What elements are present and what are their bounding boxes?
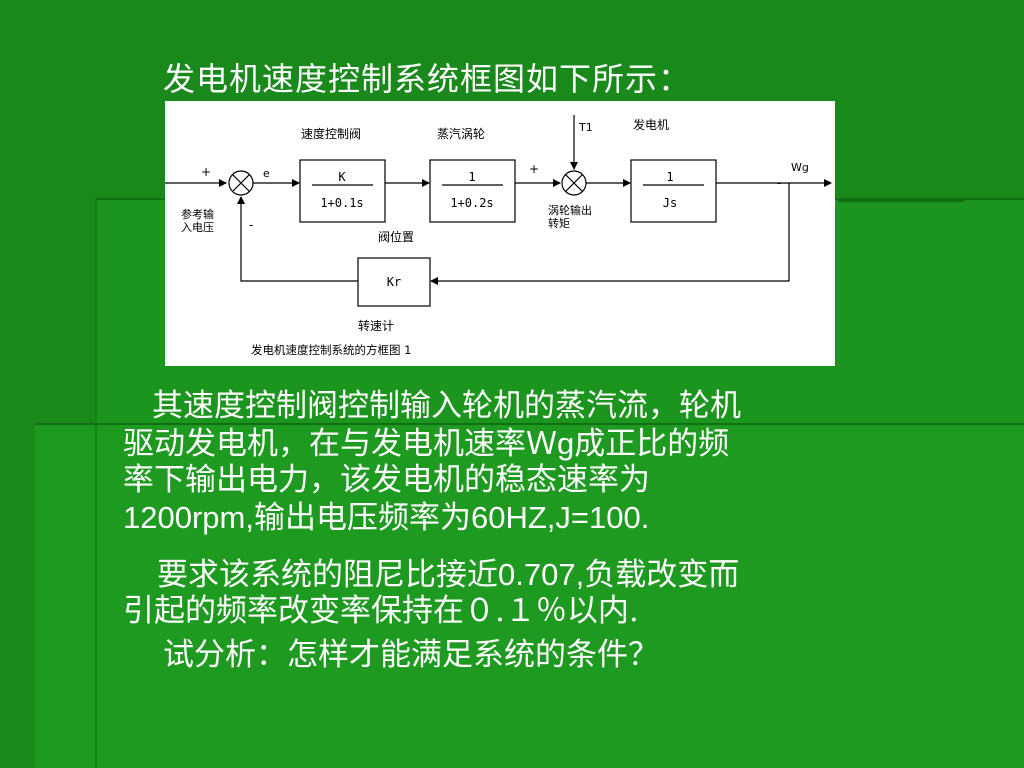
- paragraph-1-line-4: 1200rpm,输出电压频率为60HZ,J=100.: [123, 499, 741, 536]
- text-span: 60HZ,J=100.: [470, 500, 650, 535]
- ref-input-label-1: 参考输: [181, 207, 214, 221]
- turbine-torque-label-2: 转矩: [548, 216, 570, 230]
- minus-sign-1: -: [249, 218, 253, 232]
- valve-numerator: K: [338, 170, 346, 184]
- paragraph-2-line-1: 要求该系统的阻尼比接近0.707,负载改变而: [123, 556, 739, 593]
- minus-sign-2: -: [777, 176, 781, 190]
- feedback-path-left: [237, 196, 358, 282]
- feedback-gain: Kr: [387, 275, 401, 289]
- text-span: 要求该系统的阻尼比接近: [157, 557, 498, 593]
- valve-block: [299, 159, 386, 223]
- text-span: 驱动发电机，在与发电机速率Ｗ: [123, 426, 557, 462]
- feedback-path-right: [430, 183, 790, 285]
- text-span: 成正比的频: [574, 426, 730, 462]
- paragraph-3: 试分析：怎样才能满足系统的条件？: [163, 637, 659, 673]
- text-span: g: [557, 426, 575, 461]
- block-diagram-svg: 速度控制阀 蒸汽涡轮 发电机 T1 Wg + e - + - 参考输 入电压 阀…: [165, 115, 832, 357]
- generator-denominator: Js: [663, 196, 677, 210]
- text-span: 0.707,: [498, 557, 585, 592]
- text-span: 输出电压频率为: [253, 500, 471, 536]
- plus-sign-2: +: [529, 162, 539, 176]
- paragraph-1-line-1: 其速度控制阀控制输入轮机的蒸汽流，轮机: [152, 388, 741, 424]
- diagram-caption: 发电机速度控制系统的方框图 1: [251, 343, 411, 357]
- text-span: 1200rpm,: [123, 500, 254, 535]
- paragraph-1: 其速度控制阀控制输入轮机的蒸汽流，轮机 驱动发电机，在与发电机速率Ｗg成正比的频…: [123, 388, 741, 536]
- generator-block: [630, 159, 717, 223]
- ref-input-label-2: 入电压: [181, 221, 214, 234]
- text-span: 负载改变而: [584, 557, 740, 593]
- divider-line: [35, 423, 1024, 425]
- paragraph-1-line-2: 驱动发电机，在与发电机速率Ｗg成正比的频: [123, 425, 741, 462]
- turbine-denominator: 1+0.2s: [450, 196, 493, 210]
- background-band: [35, 425, 1024, 768]
- slide-title: 发电机速度控制系统框图如下所示：: [163, 60, 692, 98]
- paragraph-2: 要求该系统的阻尼比接近0.707,负载改变而 引起的频率改变率保持在０.１％以内…: [123, 556, 739, 630]
- plus-sign-1: +: [201, 165, 211, 179]
- feedback-block: [357, 257, 431, 307]
- divider-line: [95, 200, 97, 768]
- paragraph-2-line-2: 引起的频率改变率保持在０.１％以内.: [123, 593, 639, 629]
- divider-line: [838, 198, 964, 202]
- steam-turbine-label: 蒸汽涡轮: [437, 126, 485, 141]
- speed-valve-label: 速度控制阀: [301, 126, 361, 141]
- valve-denominator: 1+0.1s: [320, 196, 363, 210]
- generator-numerator: 1: [666, 170, 673, 184]
- tachometer-label: 转速计: [358, 318, 394, 333]
- valve-position-label: 阀位置: [378, 229, 414, 244]
- generator-label: 发电机: [633, 117, 669, 132]
- turbine-block: [429, 159, 516, 223]
- paragraph-1-line-3: 率下输出电力，该发电机的稳态速率为: [123, 462, 650, 498]
- block-diagram: 速度控制阀 蒸汽涡轮 发电机 T1 Wg + e - + - 参考输 入电压 阀…: [165, 101, 835, 366]
- error-label: e: [263, 167, 270, 180]
- turbine-numerator: 1: [468, 170, 475, 184]
- t1-label: T1: [578, 121, 593, 134]
- turbine-torque-label-1: 涡轮输出: [548, 203, 592, 217]
- wg-label: Wg: [791, 161, 809, 174]
